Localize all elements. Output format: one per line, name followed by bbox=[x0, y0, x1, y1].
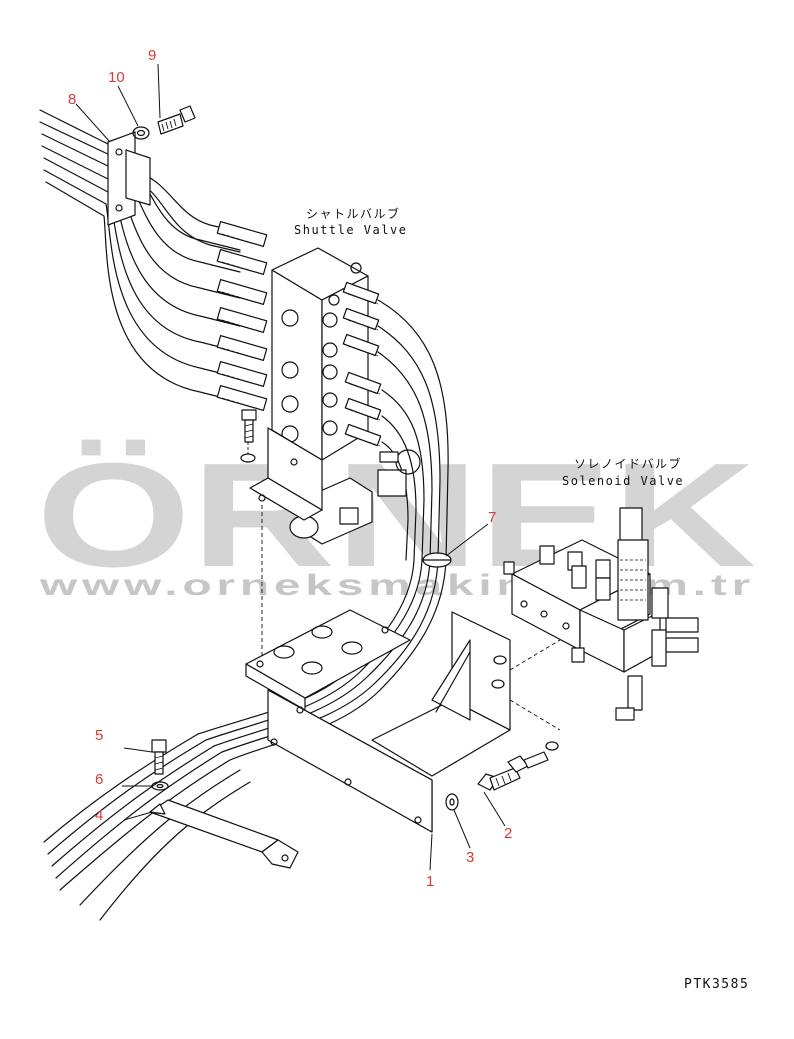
callout-4: 4 bbox=[95, 807, 103, 824]
component-labels: シャトルバルブ Shuttle Valve ソレノイドバルブ Solenoid … bbox=[294, 206, 684, 488]
solenoid-valve-assembly bbox=[503, 507, 699, 721]
hose-tie-7 bbox=[422, 552, 452, 568]
shuttle-bracket bbox=[249, 427, 323, 660]
shuttle-port-3 bbox=[281, 395, 299, 413]
drawing-code: PTK3585 bbox=[684, 977, 749, 992]
callout-6: 6 bbox=[95, 771, 103, 788]
callout-9: 9 bbox=[148, 47, 156, 64]
callout-5: 5 bbox=[95, 727, 103, 744]
solenoid-valve-label-jp: ソレノイドバルブ bbox=[574, 456, 682, 471]
shuttle-valve-label-jp: シャトルバルブ bbox=[306, 206, 401, 221]
callout-2: 2 bbox=[504, 825, 512, 842]
clamp-hole-lower bbox=[115, 204, 123, 212]
solenoid-valve-label-en: Solenoid Valve bbox=[562, 474, 684, 488]
callout-8: 8 bbox=[68, 91, 76, 108]
washer-10 bbox=[132, 126, 150, 140]
hose-clamp-plate bbox=[107, 131, 151, 226]
shuttle-bracket-bolt bbox=[240, 409, 257, 463]
callouts: 8 10 9 7 5 6 4 1 2 3 bbox=[68, 47, 512, 890]
upper-hose-bundle bbox=[39, 109, 241, 403]
callout-10: 10 bbox=[108, 69, 125, 86]
clamp-hole-upper bbox=[115, 148, 123, 156]
shuttle-left-fittings bbox=[216, 221, 268, 411]
shuttle-port-1 bbox=[281, 309, 299, 327]
callout-1: 1 bbox=[426, 873, 434, 890]
shuttle-port-2 bbox=[281, 361, 299, 379]
callout-7: 7 bbox=[488, 509, 496, 526]
washer-3 bbox=[445, 793, 459, 811]
washer-6 bbox=[151, 781, 169, 791]
leader-lines bbox=[75, 63, 506, 871]
bolt-5 bbox=[151, 739, 167, 775]
bolt-2 bbox=[477, 741, 559, 791]
lower-clamp-4 bbox=[149, 799, 299, 869]
callout-3: 3 bbox=[466, 849, 474, 866]
bolt-9 bbox=[157, 105, 196, 135]
main-bracket-1 bbox=[245, 609, 561, 833]
shuttle-valve-block bbox=[271, 247, 382, 461]
shuttle-valve-label-en: Shuttle Valve bbox=[294, 223, 407, 237]
